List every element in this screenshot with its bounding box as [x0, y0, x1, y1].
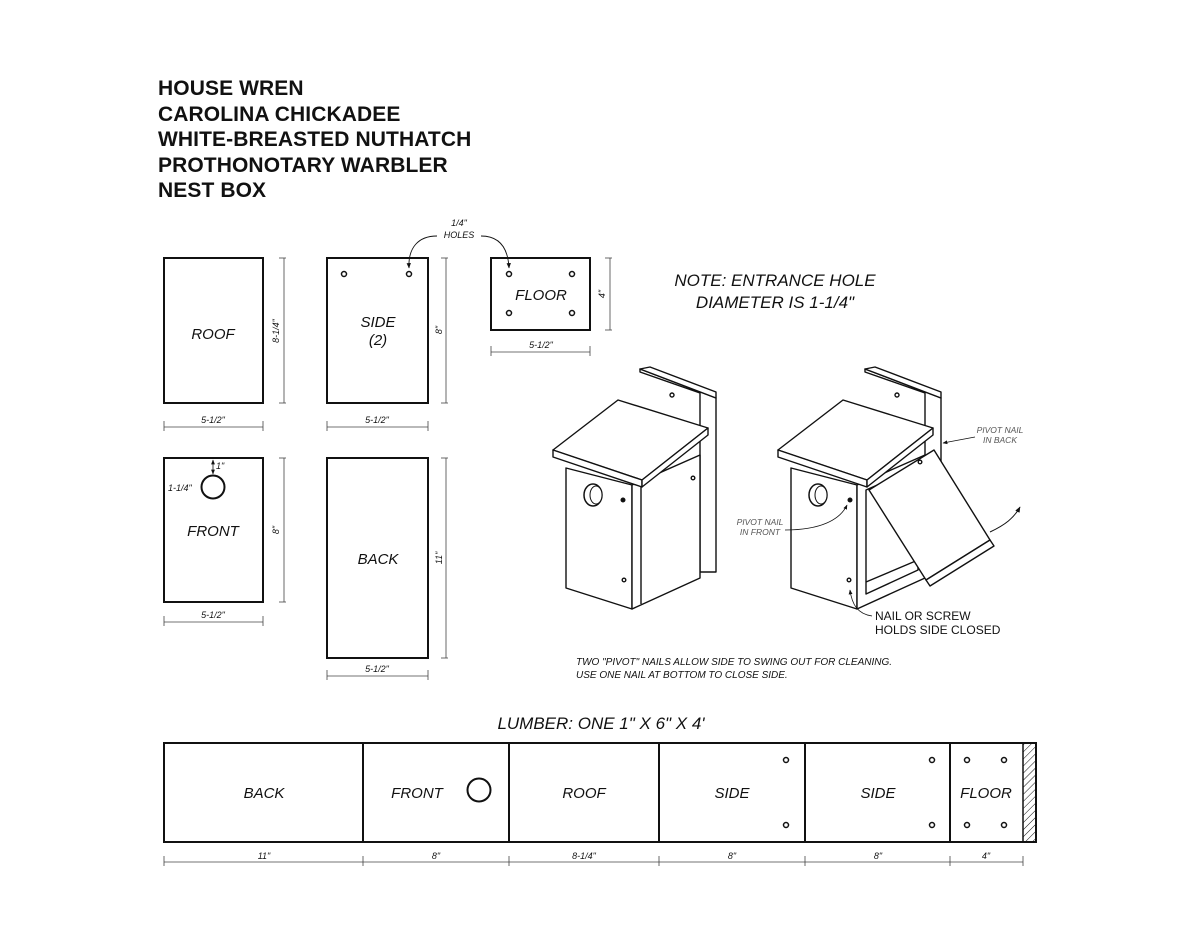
- side-width-label: 5-1/2": [365, 415, 390, 425]
- back-part: BACK 5-1/2" 11": [326, 457, 448, 680]
- open-box-illustration: [777, 366, 995, 610]
- front-width-dimension: [163, 616, 264, 626]
- nail-screw-line-2: HOLDS SIDE CLOSED: [875, 623, 1001, 637]
- holes-callout: 1/4" HOLES: [406, 218, 511, 269]
- hole-offset-label: 1": [216, 461, 225, 471]
- pivot-back-line-2: IN BACK: [983, 435, 1017, 445]
- lumber-length-side-2: 8": [874, 851, 883, 861]
- floor-width-dimension: [490, 346, 591, 356]
- side-label: SIDE: [360, 314, 396, 331]
- holes-callout-size: 1/4": [451, 218, 468, 228]
- back-height-label: 11": [434, 551, 444, 564]
- side-part: SIDE (2) 5-1/2" 8": [326, 257, 448, 431]
- lumber-length-side-1: 8": [728, 851, 737, 861]
- hole-diameter-label: 1-1/4": [168, 483, 193, 493]
- back-width-label: 5-1/2": [365, 664, 390, 674]
- nail-screw-callout: NAIL OR SCREW HOLDS SIDE CLOSED: [848, 589, 1001, 637]
- title-line-4: PROTHONOTARY WARBLER: [158, 153, 448, 177]
- pivot-front-line-2: IN FRONT: [740, 527, 781, 537]
- roof-width-dimension: [163, 421, 264, 431]
- front-label: FRONT: [187, 523, 240, 540]
- side-height-label: 8": [434, 325, 444, 334]
- pivot-back-callout: PIVOT NAIL IN BACK: [942, 425, 1024, 445]
- closed-box-illustration: [552, 366, 717, 610]
- roof-width-label: 5-1/2": [201, 415, 226, 425]
- floor-part: FLOOR 5-1/2" 4": [490, 257, 612, 356]
- roof-height-label: 8-1/4": [271, 318, 281, 343]
- holes-callout-text: HOLES: [444, 230, 475, 240]
- lumber-title: LUMBER: ONE 1" X 6" X 4': [497, 714, 705, 733]
- lumber-segment-floor: FLOOR: [960, 785, 1012, 802]
- back-height-dimension: [441, 457, 448, 659]
- side-width-dimension: [326, 421, 429, 431]
- note-line-1: NOTE: ENTRANCE HOLE: [674, 271, 876, 290]
- floor-label: FLOOR: [515, 287, 567, 304]
- title-line-2: CAROLINA CHICKADEE: [158, 102, 401, 126]
- waste-hatch: [1023, 744, 1035, 841]
- entrance-hole: [200, 474, 226, 500]
- floor-height-dimension: [605, 257, 612, 331]
- side-count-label: (2): [369, 332, 387, 349]
- front-part: 1" 1-1/4" FRONT 5-1/2" 8": [163, 457, 286, 626]
- lumber-segment-roof: ROOF: [562, 785, 606, 802]
- roof-label: ROOF: [191, 326, 235, 343]
- back-width-dimension: [326, 670, 429, 680]
- lumber-dimension-line: [163, 856, 1024, 866]
- side-height-dimension: [441, 257, 448, 404]
- nail-screw-line-1: NAIL OR SCREW: [875, 609, 971, 623]
- back-label: BACK: [358, 551, 400, 568]
- front-width-label: 5-1/2": [201, 610, 226, 620]
- side-hole-1: [340, 270, 348, 278]
- lumber-segment-side-1: SIDE: [714, 785, 750, 802]
- pivot-front-callout: PIVOT NAIL IN FRONT: [737, 504, 848, 537]
- front-height-dimension: [279, 457, 286, 603]
- floor-height-label: 4": [597, 289, 607, 298]
- lumber-board: BACK FRONT ROOF SIDE SIDE FLOOR: [163, 742, 1037, 843]
- lumber-segment-back: BACK: [244, 785, 286, 802]
- title-line-3: WHITE-BREASTED NUTHATCH: [158, 128, 472, 151]
- lumber-segment-side-2: SIDE: [860, 785, 896, 802]
- title-line-5: NEST BOX: [158, 179, 267, 202]
- side-hole-2: [405, 270, 413, 278]
- lumber-length-back: 11": [258, 851, 271, 861]
- note-line-2: DIAMETER IS 1-1/4": [696, 293, 855, 312]
- lumber-segment-front: FRONT: [391, 785, 444, 802]
- floor-width-label: 5-1/2": [529, 340, 554, 350]
- title-line-1: HOUSE WREN: [158, 77, 304, 100]
- instructions-line-1: TWO "PIVOT" NAILS ALLOW SIDE TO SWING OU…: [576, 657, 892, 668]
- roof-part: ROOF 5-1/2" 8-1/4": [163, 257, 286, 431]
- page-title: HOUSE WREN CAROLINA CHICKADEE WHITE-BREA…: [158, 76, 471, 204]
- instructions-line-2: USE ONE NAIL AT BOTTOM TO CLOSE SIDE.: [576, 670, 788, 681]
- lumber-length-floor: 4": [982, 851, 991, 861]
- lumber-front-hole: [466, 777, 492, 803]
- swing-arrow: [989, 506, 1021, 533]
- lumber-length-front: 8": [432, 851, 441, 861]
- roof-height-dimension: [279, 257, 286, 404]
- pivot-back-line-1: PIVOT NAIL: [977, 425, 1024, 435]
- lumber-length-roof: 8-1/4": [572, 851, 597, 861]
- front-height-label: 8": [271, 525, 281, 534]
- pivot-front-line-1: PIVOT NAIL: [737, 517, 784, 527]
